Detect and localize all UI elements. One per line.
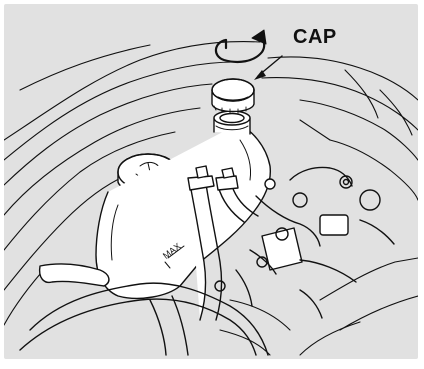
engine-bay-drawing — [4, 4, 418, 359]
counterclockwise-arrow-icon — [216, 30, 266, 62]
illustration-panel: CAP MAX — [4, 4, 418, 359]
cap-label: CAP — [293, 26, 337, 49]
reservoir-cap — [212, 79, 254, 113]
